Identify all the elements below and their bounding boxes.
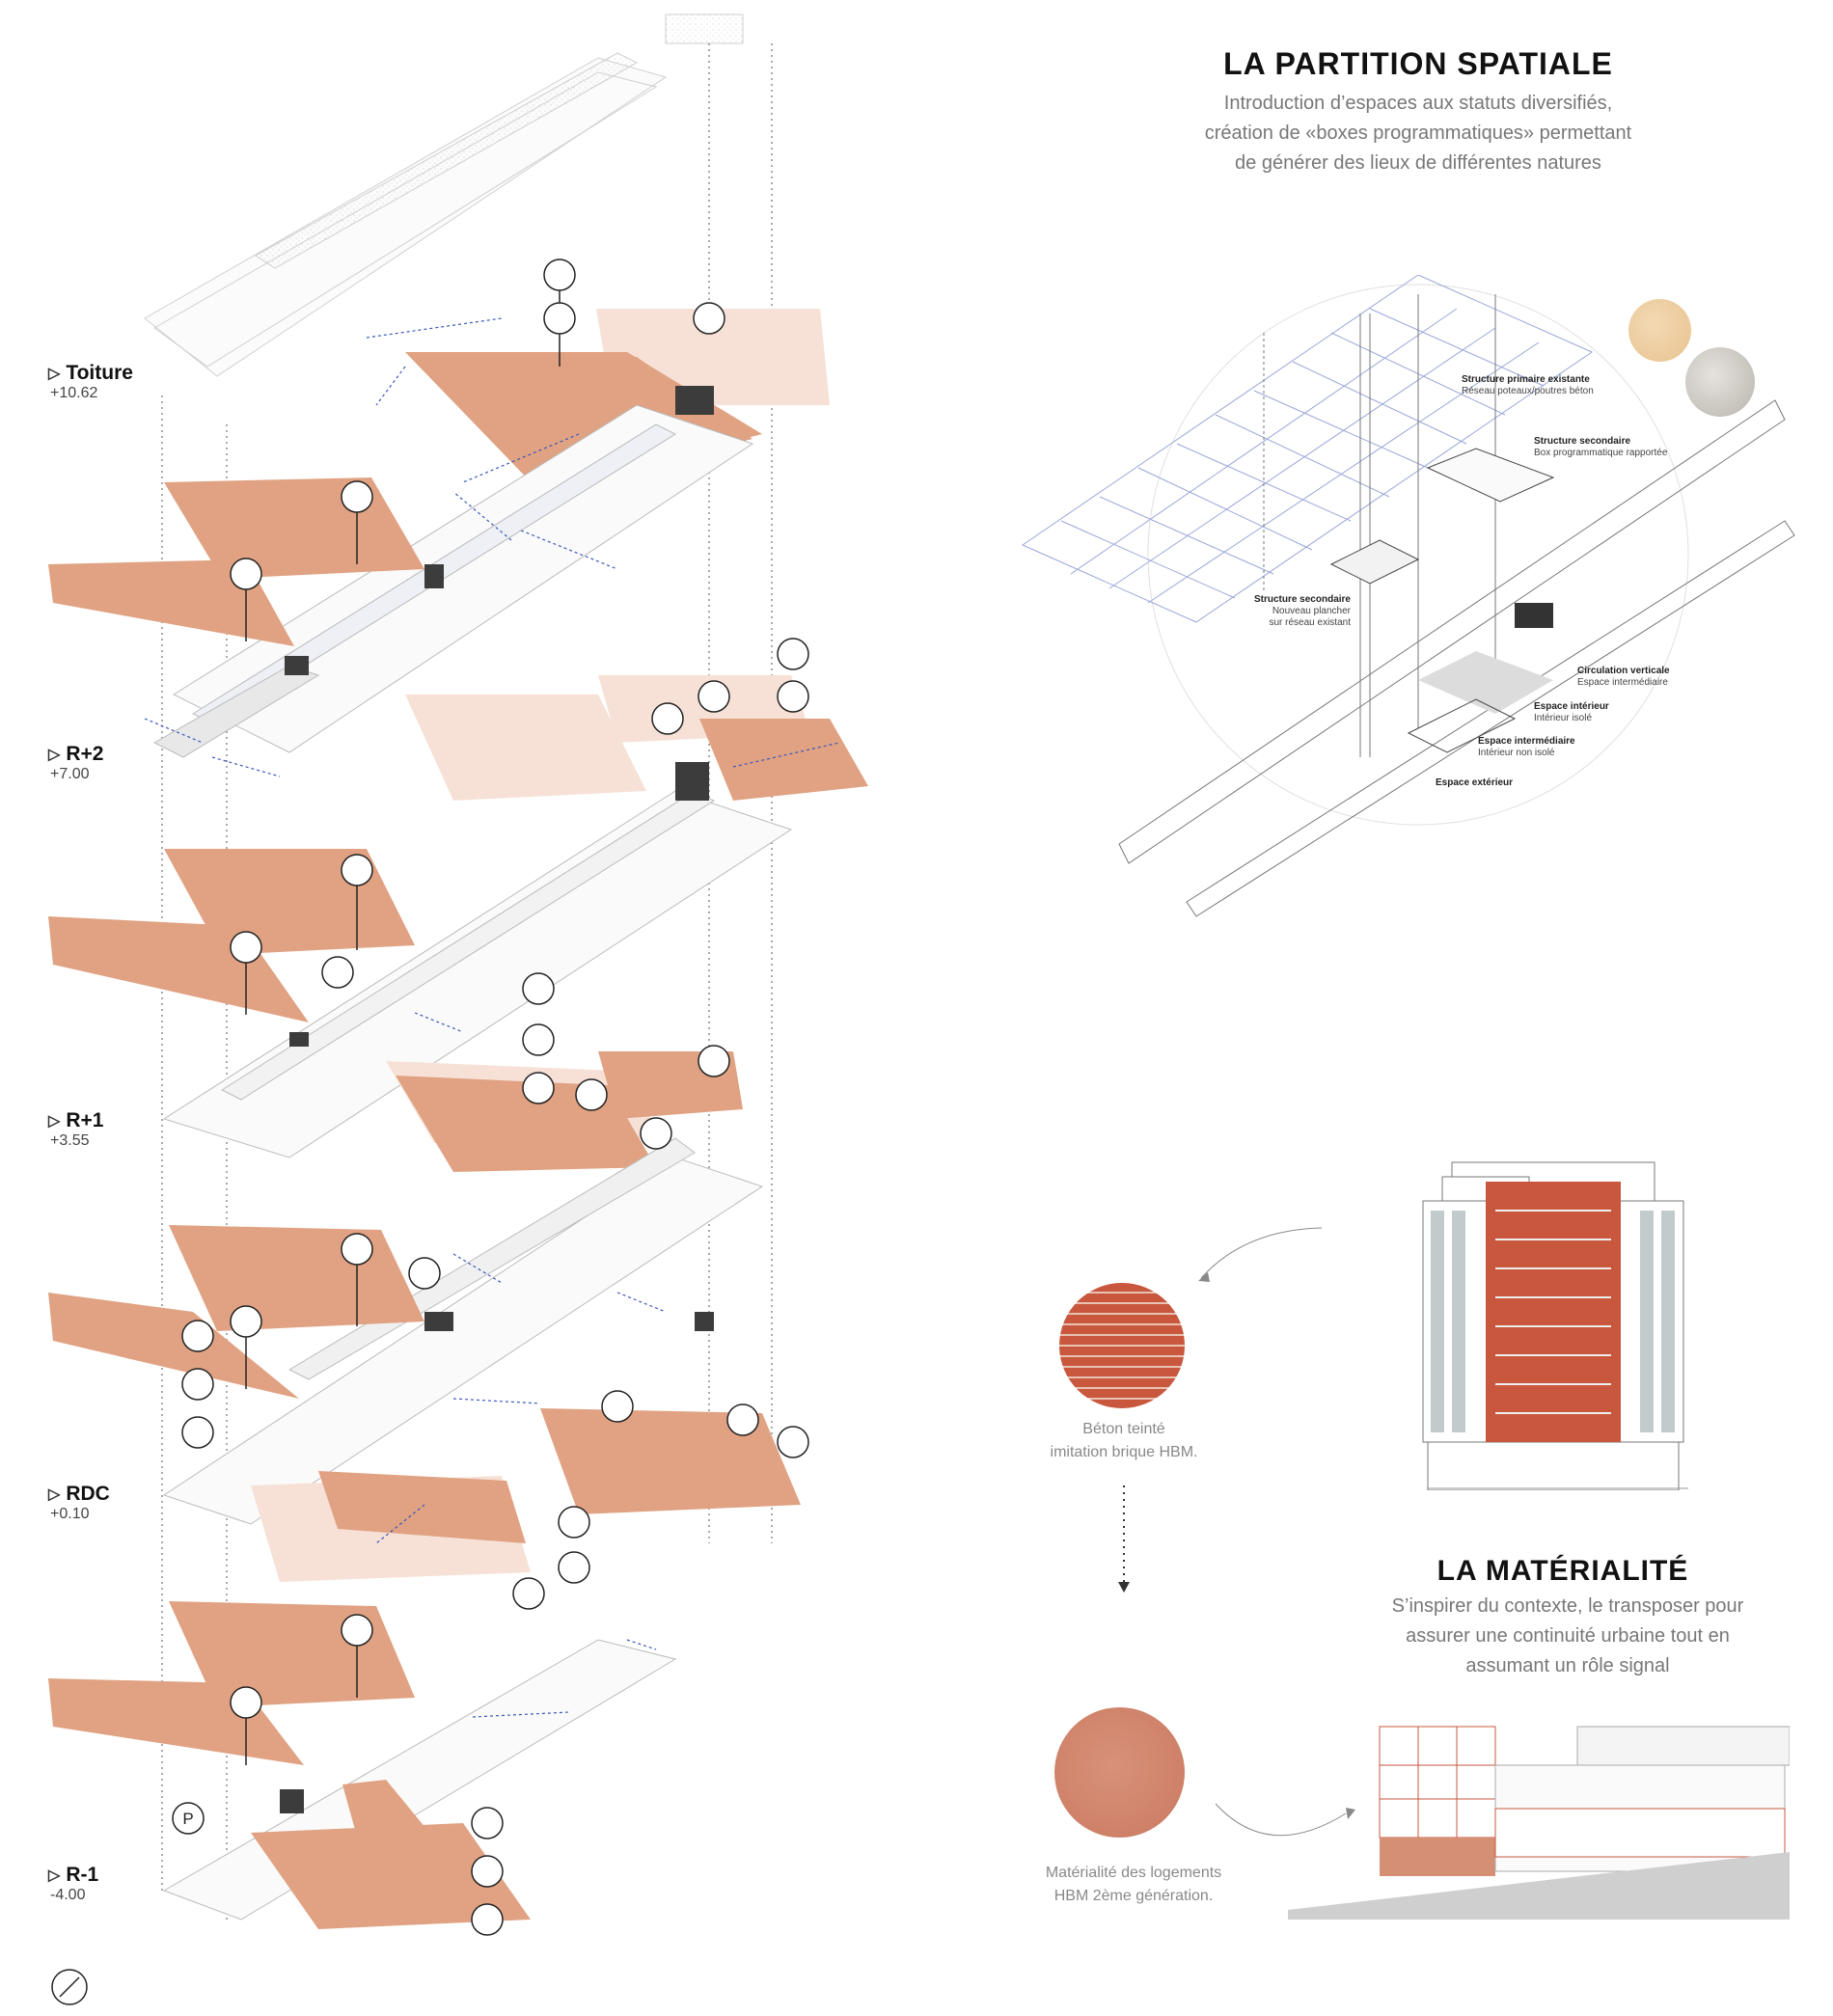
soccer-ball-icon [522,972,555,1005]
basketball-icon [543,302,576,335]
rdc-box-b [695,1312,714,1331]
brick-texture-swatch [1059,1283,1185,1408]
rdc-slab-b [48,1293,299,1399]
roof-skylight-strip [144,14,744,377]
program-pictograms [172,259,809,1936]
r1-sport-slab [699,719,868,801]
cafe-icon [558,1551,590,1584]
rdc-box [424,1312,453,1331]
dumbbell-icon [651,702,684,735]
caption-brick: Béton teinté imitation brique HBM. [1050,1421,1198,1460]
rm1-court-top [342,1780,453,1871]
soccer-ball-icon [471,1807,504,1839]
spatial-partition-diagram [1021,275,1795,917]
basketball-icon [777,680,809,713]
restaurant-icon [558,1506,590,1539]
rm1-sport-slab [540,1408,801,1514]
recycle-icon [512,1577,545,1610]
wood-swatch [1628,299,1691,362]
basketball-icon [522,1072,555,1104]
label-structure-secondaire-box: Structure secondaire Box programmatique … [1534,436,1668,458]
volleyball-icon [543,259,576,291]
partition-title: LA PARTITION SPATIALE [1223,46,1613,81]
partition-subtitle: Introduction d’espaces aux statuts diver… [1204,93,1632,174]
triangle-icon: ▷ [48,747,61,763]
backpack-icon [230,1305,262,1338]
backpack-icon [341,854,373,886]
backpack-icon [341,1614,373,1647]
rm1-court-bottom [251,1823,531,1929]
north-arrow-icon [51,1969,88,2005]
library-icon [321,956,354,989]
label-structure-secondaire-plancher: Structure secondaire Nouveau plancher su… [1253,594,1351,628]
dance-icon [181,1368,214,1401]
r1-walkway [162,790,793,1158]
running-icon [575,1078,608,1111]
parking-icon [172,1802,205,1835]
axonometric-exploded-diagram: P [48,14,868,2005]
concrete-swatch [1685,347,1755,417]
rdc-slab-a [169,1225,424,1331]
level-label-toiture: ▷Toiture +10.62 [48,362,133,401]
project-elevation [1288,1726,1790,1920]
parking-letter: P [182,1810,193,1828]
rm1-box [280,1789,304,1813]
climbing-icon [693,302,725,335]
curved-arrow-right [1215,1803,1355,1837]
rm1-court-slab [318,1471,526,1543]
triangle-icon: ▷ [48,366,61,382]
level-label-r-1: ▷R-1 -4.00 [48,1864,99,1903]
label-circulation: Circulation verticale Espace intermédiai… [1577,666,1670,688]
dotted-arrow-down [1118,1485,1130,1593]
caption-render: Matérialité des logements HBM 2ème génér… [1045,1865,1222,1904]
climbing-icon [777,1426,809,1458]
trampoline-icon [181,1320,214,1352]
label-espace-interieur: Espace intérieur Intérieur isolé [1534,701,1609,723]
render-texture-swatch [1054,1707,1185,1838]
basketball-icon [471,1903,504,1936]
climbing-icon [698,1045,730,1077]
r2-box-b [285,656,309,675]
backpack-icon [341,480,373,513]
r1-box-a [675,762,709,801]
volleyball-icon [777,638,809,670]
boxing-gloves-icon [181,1416,214,1449]
triangle-icon: ▷ [48,1867,61,1884]
view-arrows [144,317,840,1718]
triangle-icon: ▷ [48,1113,61,1130]
label-espace-intermediaire: Espace intermédiaire Intérieur non isolé [1478,736,1575,758]
label-espace-exterieur: Espace extérieur [1436,777,1514,788]
kickboxing-icon [601,1390,634,1423]
backpack-icon [230,1686,262,1719]
backpack-icon [230,931,262,964]
label-structure-primaire: Structure primaire existante Réseau pote… [1462,374,1594,396]
hbm-facade-elevation [1198,1161,1688,1490]
materialite-subtitle: S’inspirer du contexte, le transposer po… [1391,1595,1744,1676]
level-label-r2: ▷R+2 +7.00 [48,743,104,782]
backpack-icon [230,558,262,590]
backpack-icon [341,1233,373,1266]
volleyball-icon [522,1023,555,1056]
materialite-title: LA MATÉRIALITÉ [1436,1555,1689,1587]
toiture-box [675,386,714,415]
level-label-r1: ▷R+1 +3.55 [48,1109,104,1149]
triangle-icon: ▷ [48,1486,61,1503]
volleyball-icon [471,1855,504,1888]
r1-box-b [289,1032,309,1047]
library-icon [408,1257,441,1290]
fire-extinguisher-icon [726,1403,759,1436]
ping-pong-icon [640,1117,672,1150]
level-label-rdc: ▷RDC +0.10 [48,1483,110,1522]
r2-box-a [424,564,444,588]
climbing-icon [698,680,730,713]
